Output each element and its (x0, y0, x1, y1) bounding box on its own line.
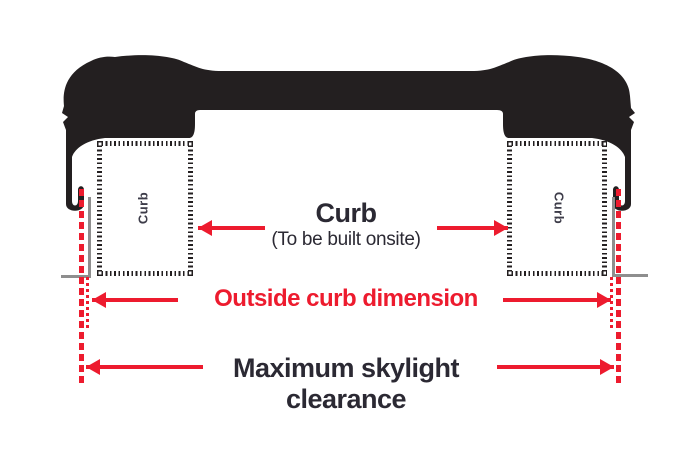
clearance-extension-line-left (79, 189, 84, 383)
curb-box-right-left-edge (507, 141, 512, 276)
curb-box-left-bottom-edge (97, 271, 193, 276)
curb-arrow-right-icon (437, 226, 508, 230)
curb-box-left-top-edge (97, 141, 193, 146)
curb-box-left (97, 141, 193, 276)
curb-subtitle: (To be built onsite) (271, 229, 421, 250)
curb-box-left-left-edge (97, 141, 102, 276)
clearance-extension-line-right (616, 189, 621, 383)
clearance-arrow-left-icon (86, 365, 203, 369)
outside-dimension-label: Outside curb dimension (214, 285, 478, 312)
outside-dimension-arrow-left-icon (92, 298, 178, 302)
outside-dimension-arrow-right-icon (503, 298, 611, 302)
curb-dimension-extension-line-left (86, 277, 89, 328)
max-clearance-label: Maximum skylight clearance (232, 353, 460, 415)
curb-box-left-label: Curb (135, 191, 151, 225)
reference-line-right-vertical (612, 197, 615, 276)
curb-box-right-right-edge (602, 141, 607, 276)
curb-box-right-top-edge (507, 141, 607, 146)
curb-box-right-label: Curb (551, 191, 567, 225)
reference-line-left-horizontal (61, 275, 91, 278)
curb-arrow-left-icon (198, 226, 265, 230)
curb-box-right (507, 141, 607, 276)
reference-line-left-vertical (88, 197, 91, 277)
curb-box-left-right-edge (188, 141, 193, 276)
curb-box-right-bottom-edge (507, 271, 607, 276)
reference-line-right-horizontal (612, 274, 648, 277)
curb-dimension-extension-line-right (610, 277, 613, 328)
clearance-arrow-right-icon (497, 365, 614, 369)
curb-title: Curb (315, 198, 378, 228)
